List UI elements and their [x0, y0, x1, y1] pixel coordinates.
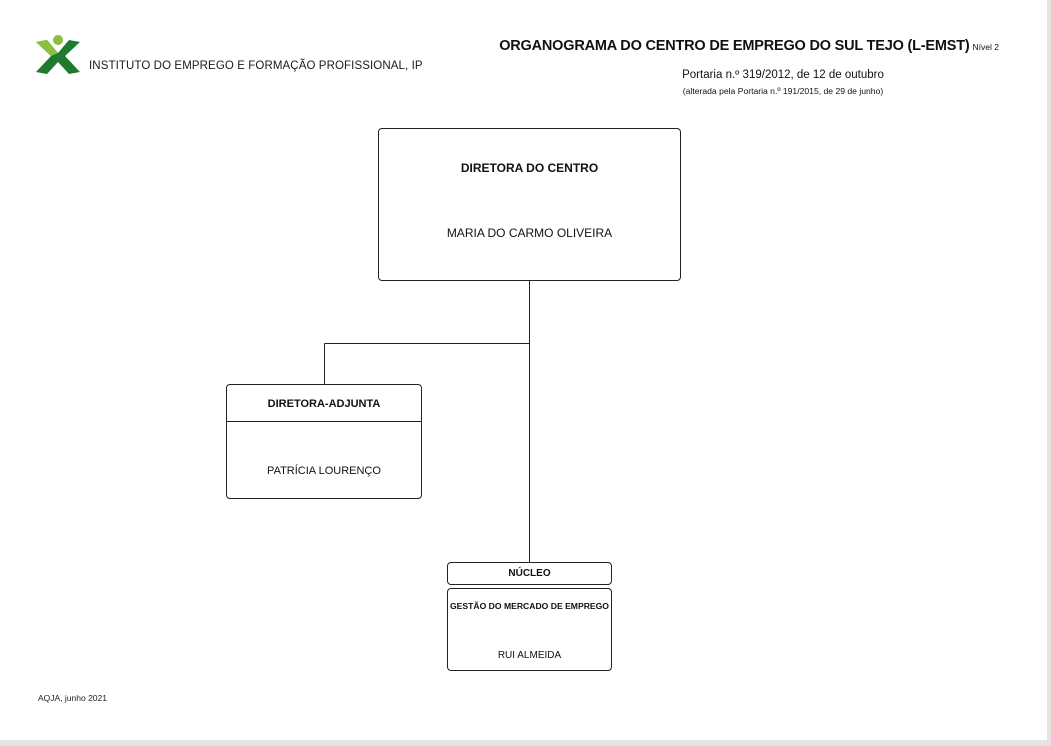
deputy-role: DIRETORA-ADJUNTA — [267, 398, 381, 410]
decree-reference: Portaria n.º 319/2012, de 12 de outubro — [682, 69, 884, 81]
nucleus-label-box: NÚCLEO — [447, 562, 612, 585]
nucleus-name: RUI ALMEIDA — [497, 650, 562, 661]
director-box: DIRETORA DO CENTRO MARIA DO CARMO OLIVEI… — [378, 128, 681, 281]
director-name: MARIA DO CARMO OLIVEIRA — [446, 226, 613, 240]
deputy-header — [227, 385, 421, 422]
organization-name: INSTITUTO DO EMPREGO E FORMAÇÃO PROFISSI… — [89, 60, 423, 72]
nucleus-unit: GESTÃO DO MERCADO DE EMPREGO — [450, 601, 609, 611]
nucleus-box: GESTÃO DO MERCADO DE EMPREGO RUI ALMEIDA — [447, 588, 612, 671]
deputy-name: PATRÍCIA LOURENÇO — [267, 465, 381, 477]
document-title: ORGANOGRAMA DO CENTRO DE EMPREGO DO SUL … — [499, 37, 999, 55]
director-role: DIRETORA DO CENTRO — [460, 161, 599, 175]
level-label: Nível 2 — [972, 42, 999, 52]
deputy-director-box: DIRETORA-ADJUNTA PATRÍCIA LOURENÇO — [226, 384, 422, 499]
footer-note: AQJA, junho 2021 — [38, 693, 107, 703]
nucleus-label: NÚCLEO — [508, 568, 551, 579]
chart-title: ORGANOGRAMA DO CENTRO DE EMPREGO DO SUL … — [499, 38, 970, 54]
iefp-logo-icon — [36, 35, 80, 74]
decree-amendment-note: (alterada pela Portaria n.º 191/2015, de… — [682, 86, 884, 96]
